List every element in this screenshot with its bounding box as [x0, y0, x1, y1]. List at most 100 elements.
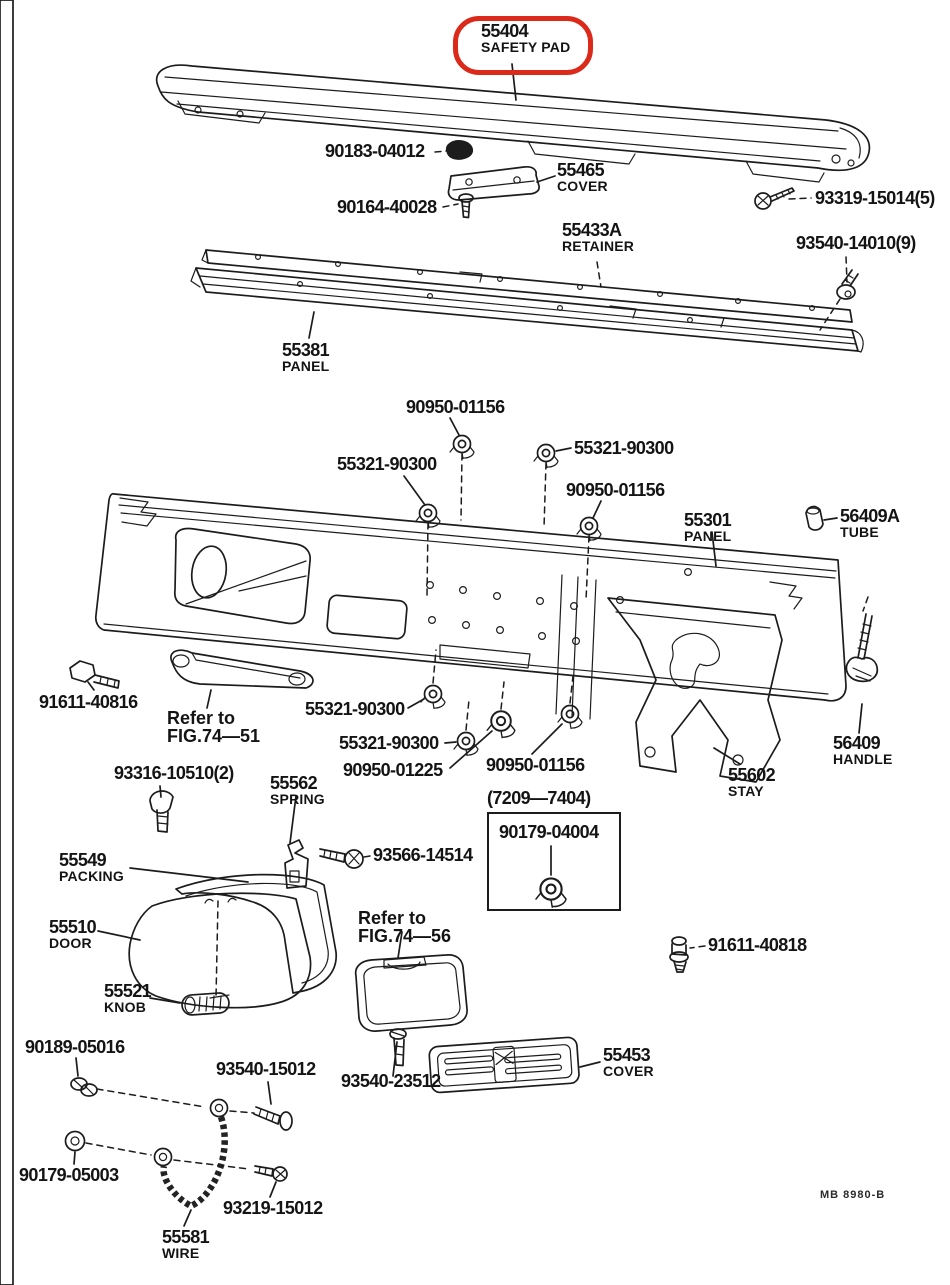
part-number: 93540-23512 [341, 1071, 441, 1091]
part-number: 90189-05016 [25, 1037, 125, 1057]
screw-93319-art [754, 187, 795, 210]
part-name: RETAINER [562, 238, 635, 255]
handle-screw-art [845, 613, 879, 683]
part-label-93566-14514: 93566-14514 [373, 846, 473, 865]
part-label-55433A: 55433A RETAINER [562, 221, 634, 254]
part-name: WIRE [162, 1245, 200, 1262]
panel-55301-art [94, 492, 847, 720]
bolt-93316-art [149, 790, 174, 833]
knob-art [181, 992, 230, 1016]
part-label-90950-01156-a: 90950-01156 [406, 397, 505, 417]
part-label-55321-90300-b: 55321-90300 [337, 455, 437, 474]
part-number: 91611-40816 [39, 692, 138, 712]
part-label-55321-90300-a: 55321-90300 [574, 438, 674, 458]
bolt-91611-40818-art [669, 936, 689, 973]
part-label-93540-15012: 93540-15012 [216, 1059, 316, 1079]
part-label-56409: 56409 HANDLE [833, 734, 893, 767]
part-label-55465: 55465 COVER [557, 161, 608, 194]
door-art [128, 892, 312, 1009]
part-number: 55581 [162, 1227, 210, 1247]
part-number: 55453 [603, 1045, 651, 1065]
part-label-90179-05003: 90179-05003 [19, 1165, 119, 1185]
part-number: 55521 [104, 981, 152, 1001]
page-edge-zigzag [0, 0, 14, 1285]
part-number: 90179-04004 [499, 822, 599, 842]
part-label-93316-10510: 93316-10510(2) [114, 763, 234, 783]
part-number: 90179-05003 [19, 1165, 119, 1185]
part-label-90189-05016: 90189-05016 [25, 1037, 125, 1057]
part-number: 90950-01156 [406, 397, 505, 417]
part-number: 93319-15014(5) [815, 188, 935, 208]
production-range-label: (7209—7404) [487, 788, 591, 808]
part-number: 90950-01156 [486, 755, 585, 775]
part-label-55581: 55581 WIRE [162, 1227, 210, 1262]
part-label-56409A: 56409A TUBE [840, 506, 900, 540]
tube-art [805, 505, 824, 531]
part-number: 56409A [840, 506, 900, 526]
part-number: 55602 [728, 765, 776, 785]
part-number: 55301 [684, 510, 732, 530]
part-name: HANDLE [833, 751, 893, 768]
part-number: 55404 [481, 21, 529, 41]
part-label-55521: 55521 KNOB [104, 981, 152, 1016]
refer-note-fig74-56: Refer to FIG.74—56 [358, 909, 451, 946]
safety-pad-art [155, 64, 871, 183]
figure-ref: FIG.74—56 [358, 926, 452, 947]
wire-art [153, 1098, 229, 1210]
part-number: 93540-15012 [216, 1059, 316, 1079]
part-number: 90183-04012 [325, 141, 425, 161]
part-number: 90950-01225 [343, 760, 443, 780]
part-label-93319-15014: 93319-15014(5) [815, 188, 935, 208]
cover-55453-art [428, 1036, 580, 1094]
part-label-90950-01156-b: 90950-01156 [566, 480, 665, 500]
part-label-55453: 55453 COVER [603, 1046, 654, 1079]
part-number: 55465 [557, 160, 605, 180]
part-label-90950-01225: 90950-01225 [343, 760, 443, 780]
part-name: PACKING [59, 868, 124, 885]
highlight-oval [453, 16, 593, 75]
door-frame-art [175, 873, 337, 994]
part-label-55321-90300-d: 55321-90300 [339, 734, 439, 753]
part-label-55602: 55602 STAY [728, 765, 776, 800]
part-number: 55321-90300 [574, 438, 674, 458]
glovebox-inner-art [354, 954, 468, 1032]
part-name: PANEL [282, 358, 330, 375]
range-text: (7209—7404) [487, 788, 591, 808]
part-number: 91611-40818 [708, 935, 807, 955]
part-number: 93316-10510(2) [114, 763, 234, 783]
part-number: 55549 [59, 850, 107, 870]
refer-note-fig74-51: Refer to FIG.74—51 [167, 709, 260, 746]
part-name: SPRING [270, 791, 325, 808]
production-range-box [487, 812, 621, 911]
part-label-90950-01156-c: 90950-01156 [486, 755, 585, 775]
part-label-55381: 55381 PANEL [282, 341, 330, 375]
part-label-55301: 55301 PANEL [684, 510, 732, 544]
part-number: 93540-14010(9) [796, 233, 916, 253]
retainer-art [201, 249, 853, 323]
part-label-55549: 55549 PACKING [59, 851, 124, 884]
part-number: 55562 [270, 773, 318, 793]
part-number: 55321-90300 [305, 699, 405, 719]
bolt-91611-40816-art [69, 660, 120, 689]
screw-93219-art [254, 1165, 288, 1182]
part-label-55562: 55562 SPRING [270, 774, 325, 807]
screw-90164-art [458, 193, 474, 219]
leader-lines [73, 63, 869, 1227]
spring-art [284, 839, 309, 889]
part-name: DOOR [49, 935, 92, 952]
part-label-93219-15012: 93219-15012 [223, 1199, 323, 1218]
clip-90189-art [70, 1077, 98, 1097]
part-label-55404: 55404 SAFETY PAD [481, 22, 570, 55]
cover-plate-55465-art [447, 166, 540, 201]
screw-93540-14010-art [836, 269, 859, 300]
part-number: 90164-40028 [337, 197, 437, 217]
part-label-90183-04012: 90183-04012 [325, 141, 425, 161]
part-name: STAY [728, 783, 764, 800]
part-number: 90950-01156 [566, 480, 665, 500]
part-name: KNOB [104, 999, 147, 1016]
panel-55381-art [190, 267, 864, 353]
part-name: COVER [557, 178, 608, 195]
nut-90179-05003-art [64, 1130, 86, 1152]
